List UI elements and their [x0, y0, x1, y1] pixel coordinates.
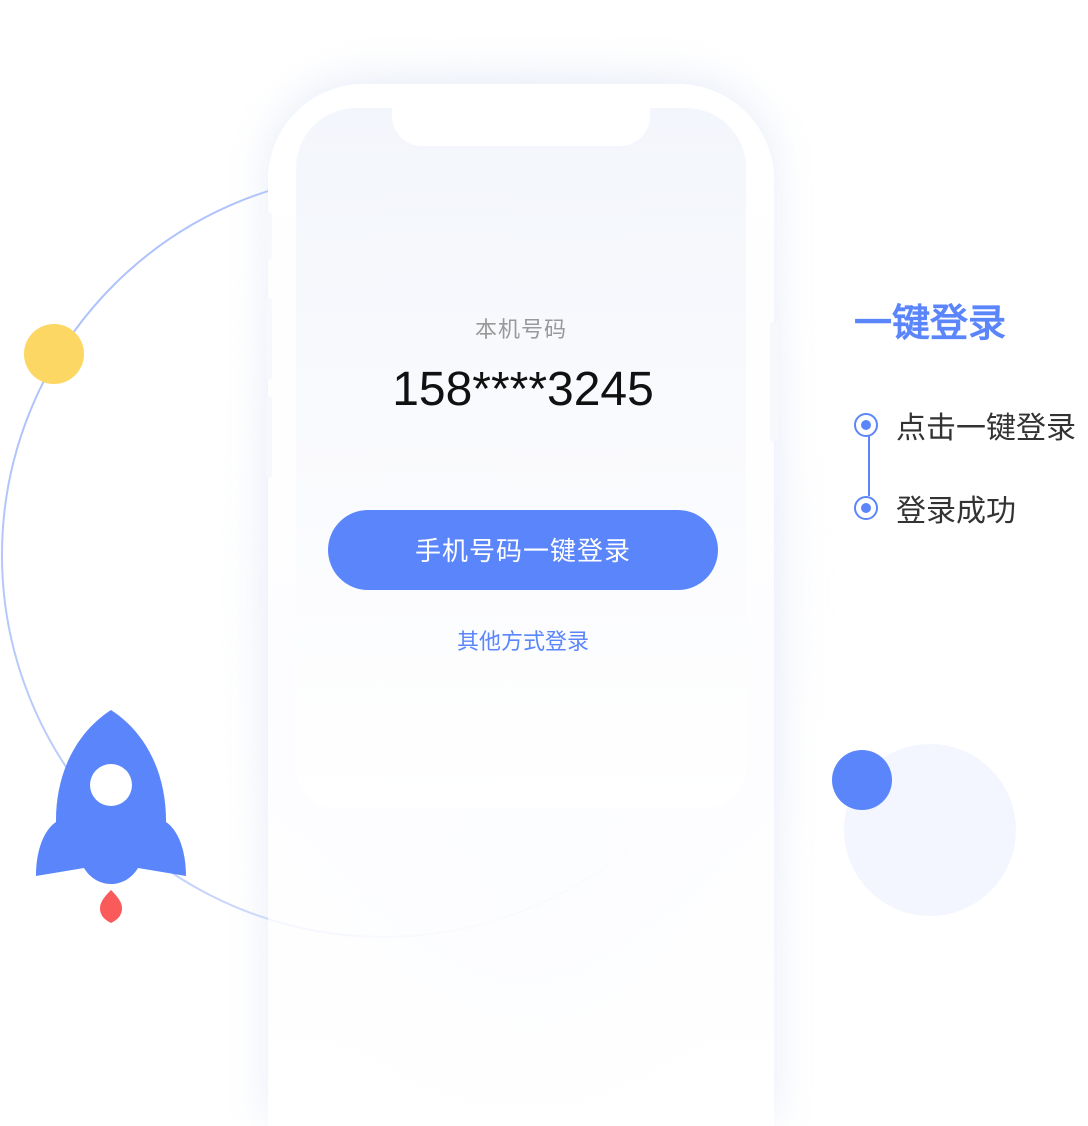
blue-dot — [832, 750, 892, 810]
one-click-login-button[interactable]: 手机号码一键登录 — [328, 510, 718, 590]
step-label: 登录成功 — [896, 494, 1016, 529]
step-label: 点击一键登录 — [896, 411, 1076, 446]
feature-title: 一键登录 — [854, 301, 1007, 345]
step-item: 登录成功 — [852, 490, 1016, 529]
rocket-icon — [36, 710, 186, 923]
flame-icon — [100, 890, 122, 923]
phone-side-button — [266, 212, 272, 260]
radio-dot-icon — [854, 496, 878, 520]
phone-side-button — [266, 298, 272, 380]
yellow-dot — [24, 324, 84, 384]
phone-notch — [392, 108, 650, 146]
radio-dot-icon — [854, 413, 878, 437]
phone-number: 158****3245 — [392, 363, 654, 416]
local-number-label: 本机号码 — [474, 318, 567, 343]
step-item: 点击一键登录 — [852, 407, 1076, 446]
step-connector — [868, 436, 870, 496]
other-login-link[interactable]: 其他方式登录 — [456, 630, 589, 655]
phone-screen — [296, 108, 746, 808]
phone-side-button — [266, 396, 272, 478]
phone-side-button — [770, 322, 778, 442]
